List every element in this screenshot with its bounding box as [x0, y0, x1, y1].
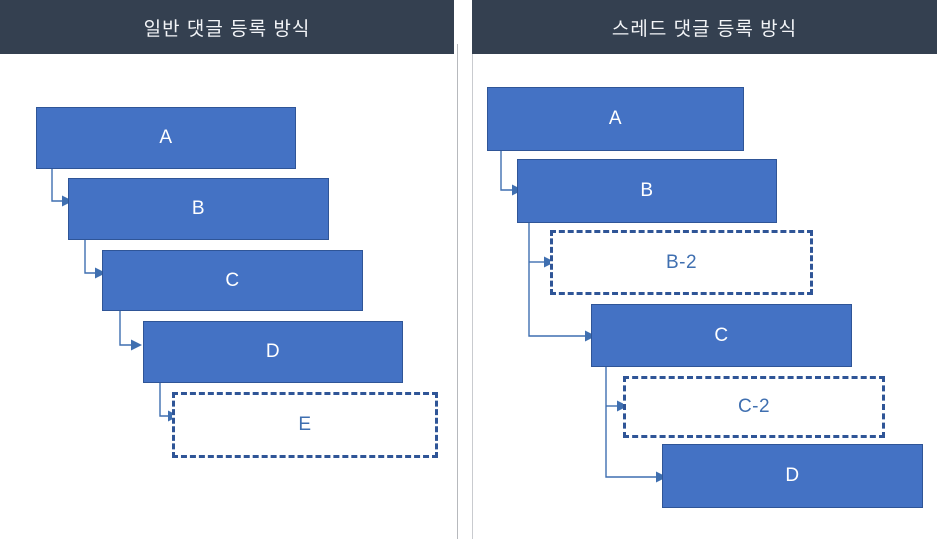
node-right-b2[interactable]: B-2: [550, 230, 813, 295]
node-right-b2-label: B-2: [665, 251, 698, 273]
panel-divider-right: [472, 44, 473, 539]
node-left-d-label: D: [265, 341, 281, 362]
panel-left-title: 일반 댓글 등록 방식: [143, 18, 311, 40]
node-right-b[interactable]: B: [517, 159, 777, 223]
panel-divider-left: [457, 44, 458, 539]
node-left-c[interactable]: C: [102, 250, 363, 311]
node-left-a-label: A: [159, 127, 173, 148]
node-right-c[interactable]: C: [591, 304, 852, 367]
node-right-a-label: A: [608, 108, 623, 129]
panel-right-canvas: A B B-2 C C-2 D: [472, 0, 937, 539]
node-left-e[interactable]: E: [172, 392, 438, 458]
panel-left-canvas: A B C D E: [0, 0, 454, 539]
node-right-d[interactable]: D: [662, 444, 923, 508]
node-left-e-label: E: [298, 414, 312, 435]
node-right-c-label: C: [714, 324, 729, 346]
panel-left-header: 일반 댓글 등록 방식: [0, 0, 454, 54]
panel-thread-comment: 스레드 댓글 등록 방식 A B B-2 C: [472, 0, 937, 539]
panel-normal-comment: 일반 댓글 등록 방식 A B C D: [0, 0, 454, 539]
connector-d-to-e: [159, 383, 168, 417]
connector-b-to-c: [84, 240, 95, 274]
node-right-b-label: B: [640, 180, 654, 201]
panel-right-title: 스레드 댓글 등록 방식: [611, 18, 798, 40]
node-right-d-label: D: [785, 465, 800, 486]
node-right-c2-label: C-2: [737, 396, 771, 417]
connector-c-to-d: [119, 311, 131, 346]
panel-right-header: 스레드 댓글 등록 방식: [472, 0, 937, 54]
node-left-a[interactable]: A: [36, 107, 296, 169]
node-left-b[interactable]: B: [68, 178, 329, 240]
node-right-a[interactable]: A: [487, 87, 744, 151]
node-right-c2[interactable]: C-2: [623, 376, 885, 438]
connector-a-to-b: [51, 169, 62, 202]
node-left-b-label: B: [191, 198, 206, 219]
node-left-d[interactable]: D: [143, 321, 403, 383]
connector-c-to-d-arrow: [131, 339, 142, 351]
node-left-c-label: C: [225, 269, 240, 291]
connector-a-to-b: [500, 151, 512, 191]
